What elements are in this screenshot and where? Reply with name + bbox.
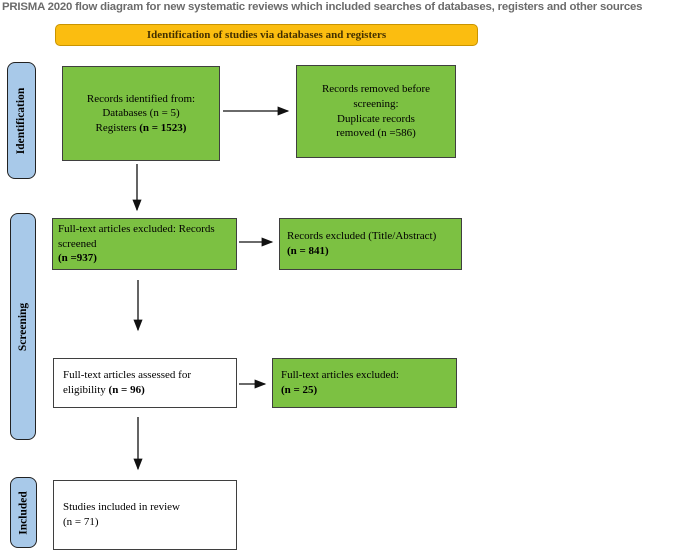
box-line: Databases (n = 5)	[102, 107, 180, 120]
stage-label-included-text: Included	[17, 490, 30, 535]
phase-banner: Identification of studies via databases …	[55, 24, 478, 46]
stage-label-identification-text: Identification	[15, 87, 28, 154]
box-line: Full-text articles assessed for	[63, 369, 191, 382]
box-line: Records removed before	[321, 83, 431, 96]
box-line: eligibility (n = 96)	[63, 384, 145, 396]
page-title: PRISMA 2020 flow diagram for new systema…	[2, 1, 643, 13]
stage-label-included: Included	[10, 477, 37, 548]
box-line: Records excluded (Title/Abstract)	[287, 230, 437, 243]
box-line: screening:	[353, 97, 399, 110]
stage-label-identification: Identification	[7, 62, 36, 179]
box-records-excluded: Records excluded (Title/Abstract) (n = 84…	[279, 218, 462, 270]
box-fulltext-excluded: Full-text articles excluded: (n = 25)	[272, 358, 457, 408]
box-line: Registers (n = 1523)	[95, 121, 187, 134]
box-line: Records identified from:	[86, 92, 196, 105]
box-line: (n =937)	[58, 252, 97, 265]
box-line: (n = 841)	[287, 245, 329, 257]
box-line: screened	[58, 237, 97, 250]
box-line: (n = 71)	[63, 516, 99, 528]
box-line: Full-text articles excluded: Records	[58, 223, 215, 235]
box-line: Studies included in review	[63, 501, 181, 514]
box-line: Full-text articles excluded:	[281, 369, 399, 382]
box-line: removed (n =586)	[336, 127, 416, 140]
box-studies-included: Studies included in review (n = 71)	[53, 480, 237, 550]
stage-label-screening: Screening	[10, 213, 36, 440]
box-fulltext-assessed: Full-text articles assessed for eligibili…	[53, 358, 237, 408]
box-line: Duplicate records	[337, 112, 415, 125]
box-line: (n = 25)	[281, 384, 318, 396]
box-records-screened: Full-text articles excluded: Records scre…	[52, 218, 237, 270]
stage-label-screening-text: Screening	[17, 302, 29, 351]
box-records-identified: Records identified from: Databases (n = 5…	[62, 66, 220, 161]
